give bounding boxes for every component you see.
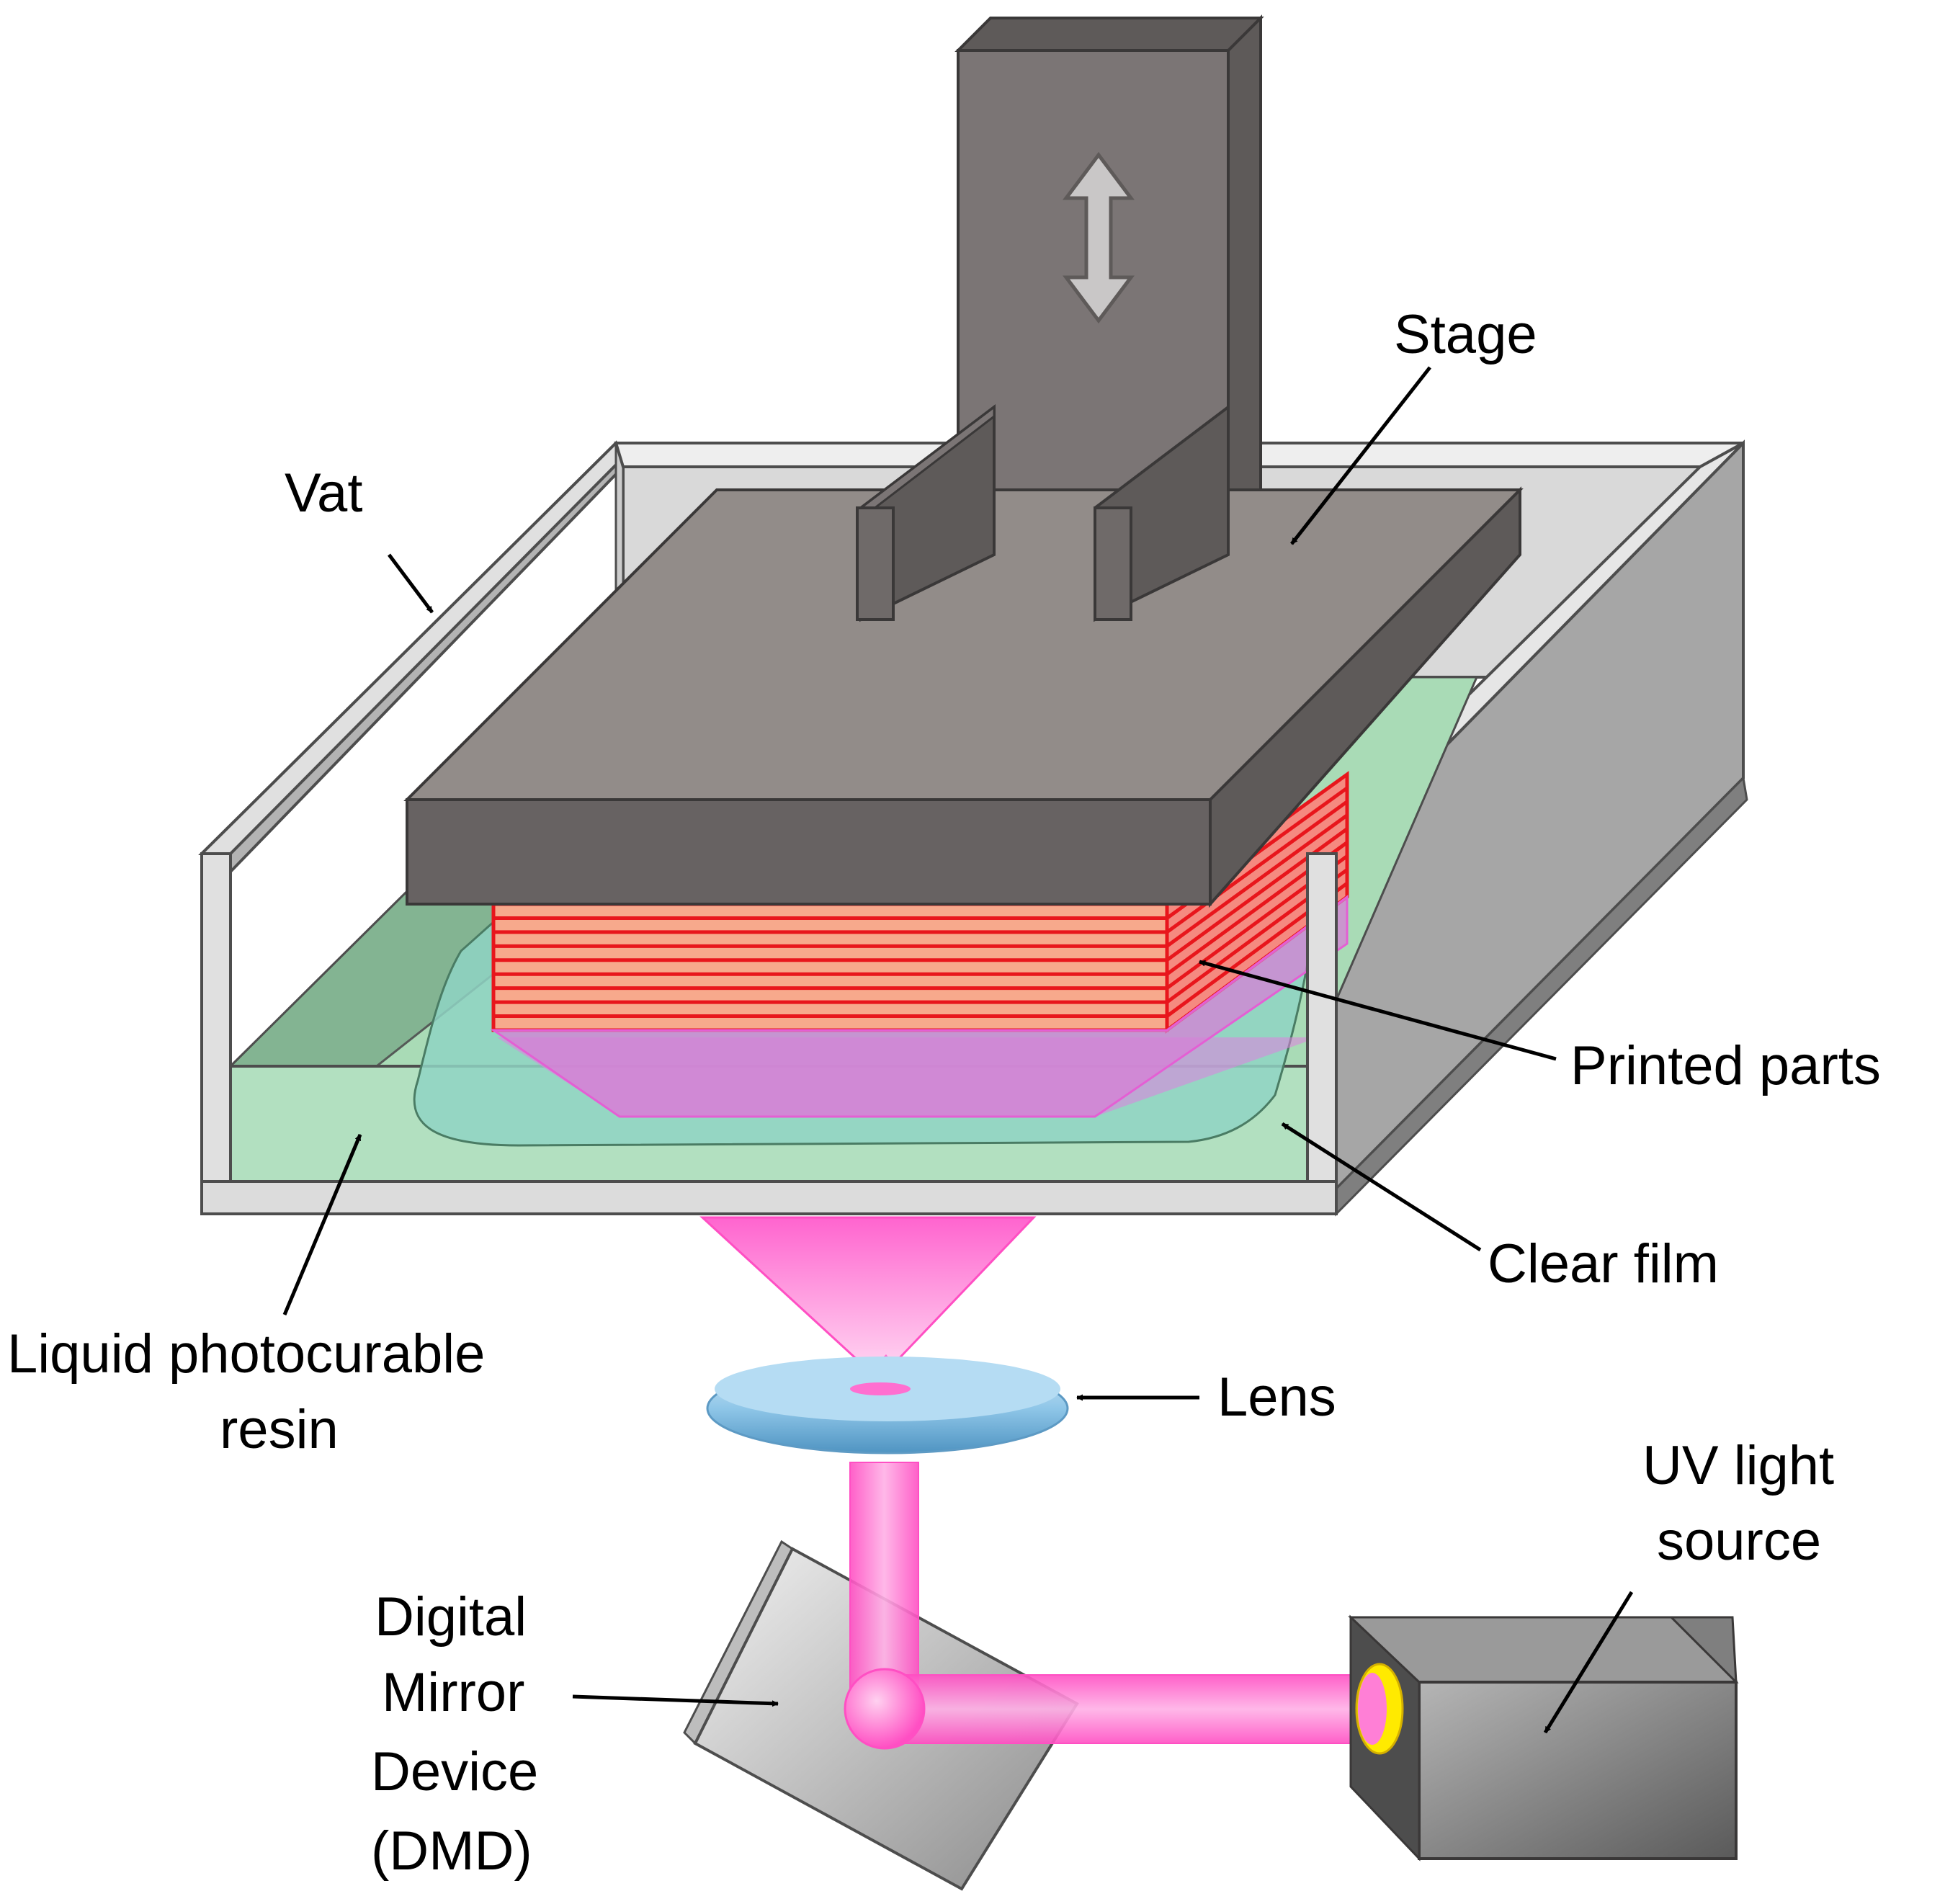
vat-front-right-post (1306, 852, 1338, 1191)
printed-side-layer-line (1166, 813, 1349, 948)
leader-arrows (282, 366, 1634, 1734)
uv-lamp (1358, 1673, 1387, 1745)
uv-label-line1: UV light (1642, 1435, 1834, 1496)
projection-cone-lower (699, 1216, 1037, 1382)
beam-reflection-point (844, 1668, 926, 1750)
light-path (844, 1462, 1380, 1750)
stage-label: Stage (1394, 304, 1537, 365)
resin-label-line1: Liquid photocurable (7, 1323, 485, 1385)
clear-film-arrow (1281, 1122, 1482, 1252)
stage-bracket-right (1094, 403, 1230, 622)
stage-platform-front (406, 798, 1212, 906)
up-down-arrow-icon (1063, 151, 1135, 324)
vat-arrow (388, 553, 434, 614)
vat-front-left-post (200, 852, 232, 1191)
resin-arrow (282, 1134, 362, 1315)
dmd-arrow (572, 1694, 779, 1707)
labels: Stage Vat Printed parts Clear film Liqui… (7, 304, 1881, 1882)
projected-pattern (490, 895, 1349, 1118)
stage-arrow (1290, 366, 1431, 545)
dmd-label-line2: Mirror (382, 1662, 524, 1723)
lens-focus-spot (850, 1382, 911, 1395)
printed-layer-lines (493, 916, 1167, 1019)
dmd-label-line3: Device (371, 1741, 538, 1802)
vat-front (200, 852, 1338, 1215)
uv-light-source (1348, 1614, 1739, 1861)
printed-side-layer-line (1166, 800, 1349, 934)
resin-label-line2: resin (220, 1399, 339, 1460)
printed-parts-arrow (1199, 960, 1557, 1061)
printed-parts-label: Printed parts (1570, 1035, 1881, 1096)
vat-bottom-front (200, 1180, 1338, 1215)
vat-label: Vat (285, 462, 362, 524)
stage-column-side (1227, 14, 1262, 526)
dmd-label-line1: Digital (375, 1586, 527, 1648)
stage-bracket-left (856, 403, 996, 622)
stage (403, 14, 1524, 908)
dmd-label-line4: (DMD) (371, 1820, 532, 1882)
uv-box-front (1418, 1681, 1738, 1860)
lens (706, 1357, 1069, 1454)
stage-column-top (954, 17, 1264, 52)
uv-arrow (1543, 1591, 1634, 1734)
printed-parts-front (491, 902, 1169, 1032)
printed-side-layer-line (1166, 827, 1349, 962)
lens-label: Lens (1217, 1367, 1336, 1428)
clear-film-label: Clear film (1488, 1233, 1719, 1295)
beam-horizontal (882, 1674, 1380, 1744)
uv-label-line2: source (1657, 1511, 1821, 1572)
